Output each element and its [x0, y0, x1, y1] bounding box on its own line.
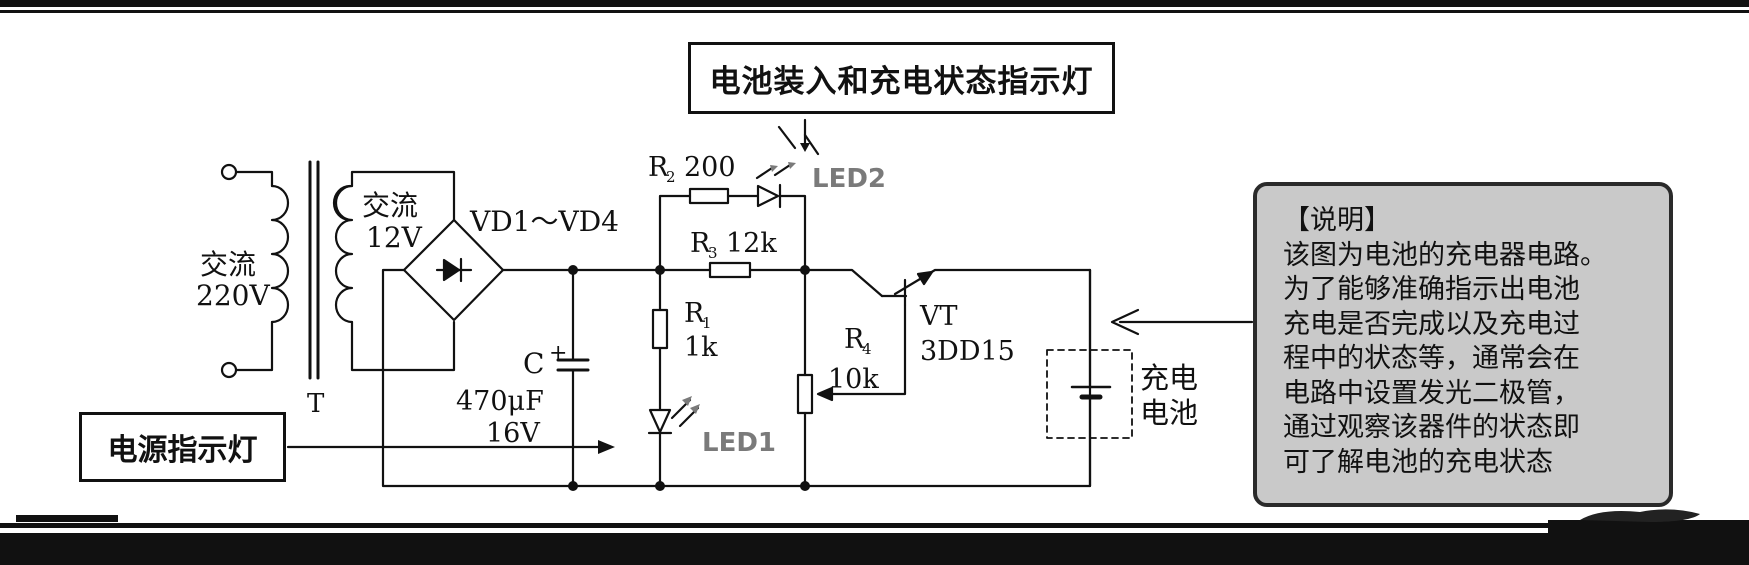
transistor-name: VT	[919, 301, 958, 332]
r1-led1-branch	[647, 268, 673, 488]
r2-letter: R	[648, 152, 669, 183]
r1-sub: 1	[702, 314, 712, 332]
transistor-model: 3DD15	[920, 336, 1015, 367]
transformer-secondary	[332, 170, 456, 372]
r2-value: 200	[684, 152, 736, 183]
bridge-label: VD1～VD4	[469, 205, 619, 238]
capacitor-value: 470μF	[456, 386, 544, 417]
bottom-border	[0, 533, 1749, 565]
note-line: 程中的状态等，通常会在	[1283, 343, 1580, 374]
note-line: 充电是否完成以及充电过	[1283, 308, 1580, 340]
r4-potentiometer	[796, 268, 907, 488]
note-line: 电路中设置发光二极管，	[1283, 377, 1580, 409]
note-line: 为了能够准确指示出电池	[1283, 274, 1580, 305]
footer-scribble	[1580, 509, 1700, 522]
secondary-label: 交流	[362, 189, 418, 222]
r3-letter: R	[690, 228, 711, 259]
junction-dots	[568, 265, 810, 491]
transformer-name: T	[307, 389, 325, 419]
note-line: 该图为电池的充电器电路。	[1283, 239, 1607, 271]
r4-letter: R	[844, 324, 865, 355]
footer-block	[1548, 520, 1749, 565]
battery	[1046, 268, 1133, 488]
capacitor-voltage: 16V	[486, 418, 540, 449]
note-line: 可了解电池的充电状态	[1283, 446, 1553, 478]
bottom-border-thin	[0, 523, 1749, 528]
secondary-voltage: 12V	[366, 221, 423, 254]
power-arrowhead	[598, 440, 615, 454]
r1-value: 1k	[684, 332, 718, 363]
led2-emission-arrows	[755, 125, 820, 180]
note-title: 【说明】	[1283, 205, 1391, 236]
note-box: 【说明】 该图为电池的充电器电路。 为了能够准确指示出电池 充电是否完成以及充电…	[1253, 182, 1673, 507]
top-border	[0, 0, 1749, 7]
transformer-primary	[234, 170, 290, 372]
capacitor-c	[556, 268, 590, 488]
r1-letter: R	[684, 298, 705, 329]
transistor-vt	[803, 268, 1092, 307]
power-indicator-callout: 电源指示灯	[79, 412, 286, 482]
note-line: 通过观察该器件的状态即	[1283, 412, 1580, 443]
r2-led2-branch	[658, 183, 807, 272]
r3-resistor	[658, 261, 807, 279]
r3-value: 12k	[726, 228, 777, 259]
led2-label: LED2	[812, 164, 886, 194]
footer-tab	[16, 515, 118, 522]
r4-value: 10k	[828, 364, 879, 395]
r4-sub: 4	[862, 340, 872, 358]
battery-label-1: 充电	[1140, 361, 1198, 395]
r3-sub: 3	[708, 244, 718, 262]
primary-label: 交流	[200, 248, 256, 281]
led1-emission-arrows	[670, 398, 700, 428]
primary-voltage: 220V	[196, 279, 270, 312]
input-terminals	[220, 163, 238, 379]
status-indicator-callout: 电池装入和充电状态指示灯	[688, 42, 1115, 114]
capacitor-name: C	[523, 347, 544, 380]
led1-label: LED1	[702, 428, 776, 458]
r2-sub: 2	[666, 168, 676, 186]
top-border-thin	[0, 10, 1749, 13]
battery-label-2: 电池	[1140, 396, 1198, 430]
capacitor-plus: +	[549, 341, 567, 366]
